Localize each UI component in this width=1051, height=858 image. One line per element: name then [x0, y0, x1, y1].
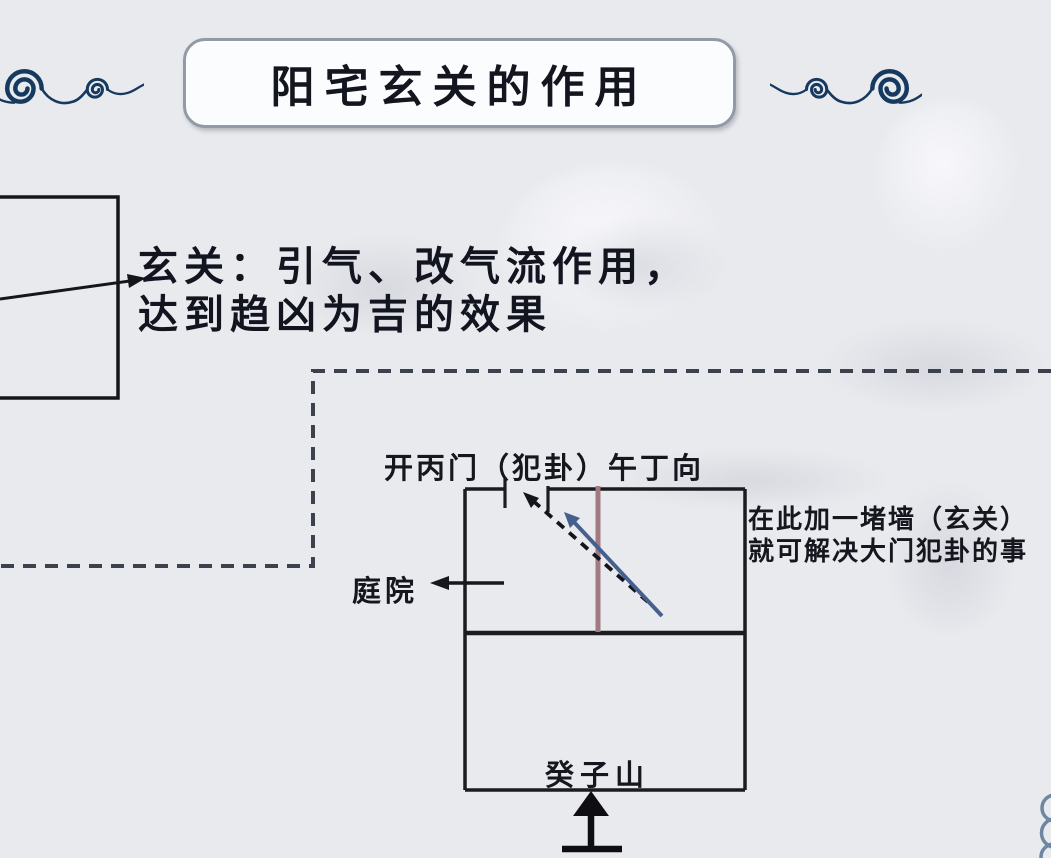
courtyard-label: 庭院	[352, 574, 419, 608]
annotation-line-1: 玄关：引气、改气流作用，	[138, 244, 690, 290]
wave-ornament-left-icon	[0, 69, 144, 105]
facing-direction-arrow	[562, 791, 622, 853]
courtyard-pointer-arrow	[430, 576, 504, 590]
wall-solution-note: 在此加一堵墙（玄关） 就可解决大门犯卦的事	[748, 504, 1028, 568]
corner-cloud-icon	[1039, 793, 1051, 858]
xuanguan-annotation: 玄关：引气、改气流作用， 达到趋凶为吉的效果	[138, 243, 690, 339]
door-direction-label: 开丙门（犯卦）午丁向	[384, 451, 705, 485]
page-title: 阳宅玄关的作用	[270, 62, 649, 113]
callout-dashed-connector	[0, 369, 1051, 568]
title-box: 阳宅玄关的作用	[183, 38, 736, 128]
wall-note-line-1: 在此加一堵墙（玄关）	[748, 505, 1029, 535]
qi-flow-solid-arrow	[564, 512, 664, 618]
wave-ornament-right-icon	[770, 69, 922, 105]
annotation-line-2: 达到趋凶为吉的效果	[138, 292, 552, 338]
wall-note-line-2: 就可解决大门犯卦的事	[748, 537, 1029, 567]
qi-flow-dashed-arrow	[523, 492, 650, 604]
callout-arrow	[0, 274, 146, 301]
house-plan	[463, 477, 747, 792]
overview-plot-rectangle	[0, 195, 120, 400]
sitting-mountain-label: 癸子山	[545, 758, 651, 792]
